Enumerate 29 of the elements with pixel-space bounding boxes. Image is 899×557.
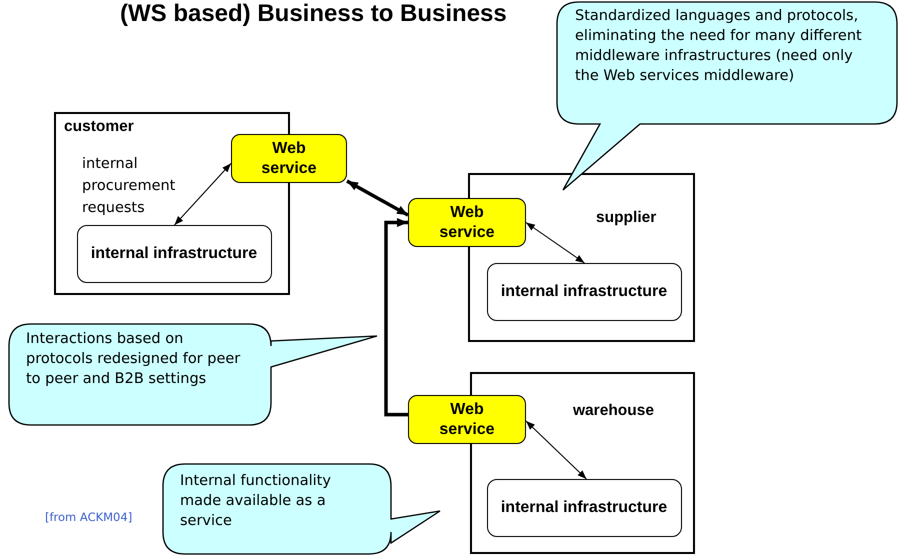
arrow (174, 162, 232, 226)
infrastructure-box (486, 262, 682, 320)
arrow (384, 218, 408, 416)
arrow (346, 180, 409, 217)
infrastructure-box (486, 478, 682, 536)
box-title: customer (64, 118, 134, 136)
arrow (526, 222, 585, 264)
web-service-box (408, 198, 526, 247)
annotation-text: internal procurement requests (82, 155, 176, 218)
callout-text: Standardized languages and protocols, eliminating the need for many different middleware infrastructures (need only the Web services middleware) (575, 7, 863, 86)
box-title: warehouse (573, 402, 654, 420)
source-note: [from ACKM04] (45, 510, 134, 524)
node-label: internal infrastructure (500, 498, 668, 518)
diagram-title: (WS based) Business to Business (120, 0, 507, 28)
node-label: internal infrastructure (90, 244, 258, 264)
speech-bubble (162, 463, 442, 556)
node-label: Web service (260, 138, 318, 178)
speech-bubble (555, 0, 899, 192)
web-service-box (231, 134, 347, 183)
arrow (526, 420, 587, 480)
web-service-box (408, 395, 526, 444)
infrastructure-box (76, 224, 272, 282)
node-label: Web service (438, 400, 496, 440)
node-label: internal infrastructure (500, 282, 668, 302)
node-label: Web service (438, 202, 496, 242)
callout-text: Interactions based on protocols redesigned for peer to peer and B2B settings (26, 330, 242, 389)
speech-bubble (8, 323, 379, 427)
box-title: supplier (596, 209, 656, 227)
callout-text: Internal functionality made available as a service (180, 472, 332, 531)
